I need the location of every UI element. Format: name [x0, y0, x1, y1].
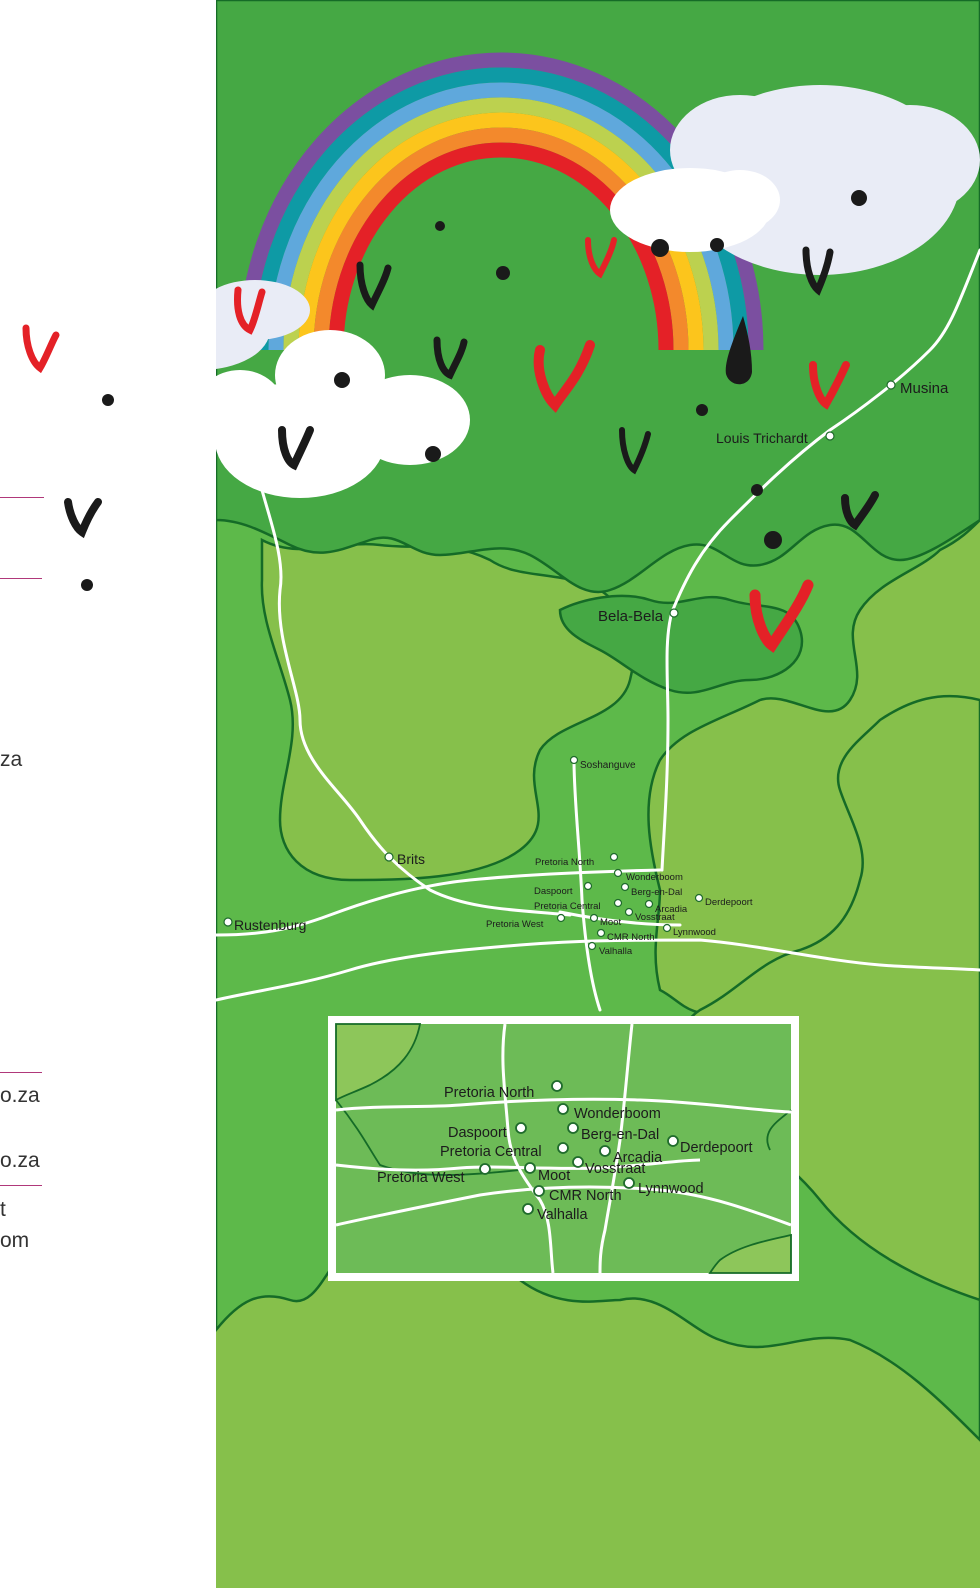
inset-label-cmr-north: CMR North	[549, 1188, 622, 1204]
place-label-cmr-north: CMR North	[607, 932, 655, 943]
map-labels: Musina Louis Trichardt Bela-Bela Soshang…	[234, 380, 949, 957]
place-label-derdepoort: Derdepoort	[705, 897, 753, 908]
dot-icon	[851, 190, 867, 206]
inset-label-valhalla: Valhalla	[537, 1207, 588, 1223]
inset-label-berg-en-dal: Berg-en-Dal	[581, 1127, 659, 1143]
inset-label-lynnwood: Lynnwood	[638, 1181, 704, 1197]
place-label-pretoria-north: Pretoria North	[535, 857, 594, 868]
inset-label-arcadia: Arcadia	[613, 1150, 663, 1166]
contact-text-fragment: o.za	[0, 1149, 40, 1172]
place-label-valhalla: Valhalla	[599, 946, 633, 957]
dot-icon	[102, 394, 114, 406]
heart-icon	[749, 579, 814, 653]
place-label-berg-en-dal: Berg-en-Dal	[631, 887, 682, 898]
inset-label-pretoria-west: Pretoria West	[377, 1170, 465, 1186]
doodles	[22, 324, 114, 591]
dot-icon	[710, 238, 724, 252]
place-label-arcadia: Arcadia	[655, 904, 688, 915]
place-label-wonderboom: Wonderboom	[626, 872, 683, 883]
inset-label-pretoria-central: Pretoria Central	[440, 1144, 542, 1160]
contact-text-fragment: t	[0, 1198, 6, 1221]
dot-icon	[334, 372, 350, 388]
heart-icon	[619, 427, 651, 475]
map-illustration: Musina Louis Trichardt Bela-Bela Soshang…	[216, 0, 980, 1588]
info-panel: za o.za o.za t om	[0, 0, 216, 1588]
dot-icon	[651, 239, 669, 257]
cloud-icon	[610, 168, 780, 252]
contact-text-fragment: om	[0, 1229, 30, 1252]
heart-icon	[356, 261, 392, 311]
heart-icon	[841, 491, 879, 531]
map-markers	[223, 380, 896, 951]
dot-icon	[81, 579, 93, 591]
place-label-rustenburg: Rustenburg	[234, 917, 306, 933]
place-label-vosstraat: Vosstraat	[635, 912, 675, 923]
divider-line	[0, 1072, 42, 1073]
inset-label-wonderboom: Wonderboom	[574, 1106, 661, 1122]
dot-icon	[425, 446, 441, 462]
place-label-brits: Brits	[397, 851, 425, 867]
dot-icon	[764, 531, 782, 549]
place-label-daspoort: Daspoort	[534, 886, 573, 897]
roads	[216, 248, 980, 1012]
region-light-green-east	[679, 694, 980, 1302]
divider-line	[0, 578, 42, 579]
heart-icon	[585, 237, 617, 279]
divider-line	[0, 497, 44, 498]
heart-icon	[64, 498, 102, 539]
dot-icon	[696, 404, 708, 416]
place-label-lynnwood: Lynnwood	[673, 927, 716, 938]
inset-label-daspoort: Daspoort	[448, 1125, 507, 1141]
heart-icon	[809, 361, 850, 410]
heart-icon	[802, 246, 834, 296]
heart-icon	[533, 340, 595, 413]
contact-text-fragment: za	[0, 748, 23, 771]
heart-icon	[22, 324, 60, 374]
dot-icon	[751, 484, 763, 496]
place-label-louis-trichardt: Louis Trichardt	[716, 430, 808, 446]
doodles	[234, 190, 879, 653]
heart-icon	[234, 286, 266, 335]
raindrop-icon	[725, 316, 752, 385]
dot-icon	[435, 221, 445, 231]
place-label-musina: Musina	[900, 380, 949, 397]
heart-icon	[433, 336, 468, 380]
contact-text-fragment: o.za	[0, 1084, 40, 1107]
place-label-soshanguve: Soshanguve	[580, 760, 636, 771]
inset-label-derdepoort: Derdepoort	[680, 1140, 753, 1156]
inset-label-pretoria-north: Pretoria North	[444, 1085, 534, 1101]
inset-label-moot: Moot	[538, 1168, 570, 1184]
dot-icon	[496, 266, 510, 280]
cloud-icon	[216, 330, 470, 498]
place-label-pretoria-central: Pretoria Central	[534, 901, 601, 912]
place-label-moot: Moot	[600, 917, 621, 928]
region-bela-bela	[558, 594, 804, 695]
inset-map: Pretoria North Wonderboom Daspoort Berg-…	[328, 1016, 799, 1281]
place-label-bela-bela: Bela-Bela	[598, 608, 664, 625]
divider-line	[0, 1185, 42, 1186]
place-label-pretoria-west: Pretoria West	[486, 919, 544, 930]
inset-label-vosstraat: Vosstraat	[585, 1161, 645, 1177]
heart-icon	[278, 426, 314, 471]
